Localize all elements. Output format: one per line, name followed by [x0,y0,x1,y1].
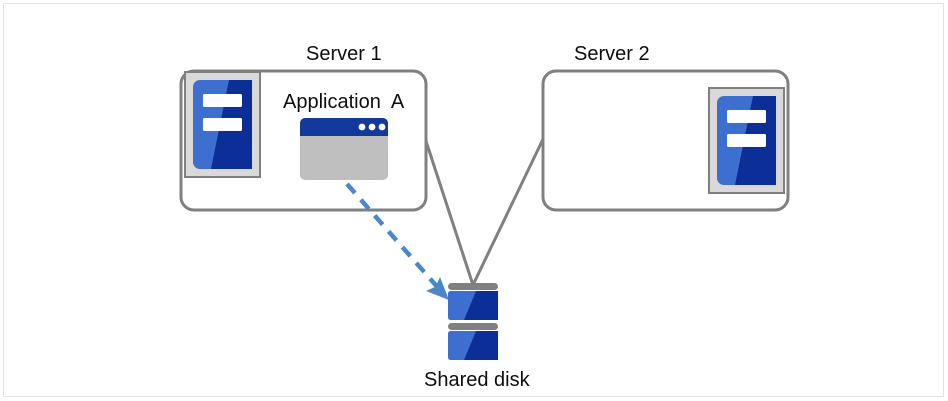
application-a-label: Application A [283,91,405,113]
shared-disk-label: Shared disk [424,369,530,391]
application-a-access-arrow [345,182,442,292]
connector-server2-to-disk [471,134,547,286]
arrowhead-icon [426,286,449,300]
server-2-label: Server 2 [574,43,650,65]
connector-server1-to-disk [422,134,475,286]
arrowhead-icon [435,277,449,300]
application-window-icon[interactable] [300,118,388,180]
server-icon [184,71,261,178]
server-1-label: Server 1 [306,43,382,65]
server-icon [708,87,785,194]
disk-stack-icon[interactable] [448,283,498,360]
